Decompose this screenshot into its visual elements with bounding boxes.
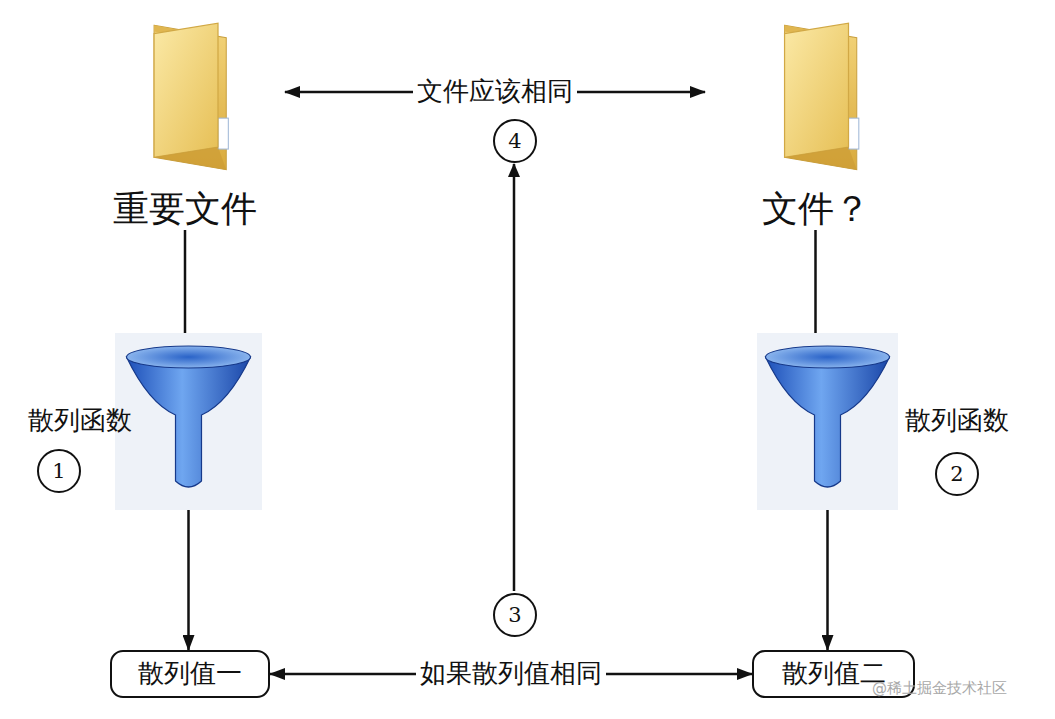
hash-function-funnel: 散列函数: [115, 333, 262, 510]
callout-number: 1: [37, 449, 81, 493]
file-label: 文件？: [723, 187, 908, 230]
funnel-icon: [115, 333, 262, 510]
funnel-mouth: [766, 346, 890, 368]
file-folder: 重要文件: [90, 15, 280, 230]
folder-shadow: [154, 147, 226, 170]
edge-label: 如果散列值相同: [416, 658, 606, 689]
file-label: 重要文件: [90, 187, 280, 230]
folder-shadow: [785, 147, 857, 170]
connector-arrow: [826, 488, 829, 650]
folder-icon: [728, 15, 903, 180]
funnel-icon: [757, 333, 898, 510]
folder-front: [785, 23, 849, 157]
hash-value-box: 散列值一: [110, 650, 270, 698]
function-label: 散列函数: [28, 405, 132, 436]
callout-number: 2: [935, 452, 979, 496]
callout-number: 3: [493, 593, 537, 637]
funnel-body: [766, 357, 890, 487]
folder-paper: [218, 118, 228, 149]
callout-number: 4: [493, 119, 537, 163]
connector-arrow: [187, 488, 190, 650]
value-label: 散列值一: [138, 658, 242, 689]
callout-link-arrow: [513, 164, 516, 591]
funnel-body: [127, 357, 251, 487]
folder-icon: [95, 15, 275, 180]
folder-paper: [849, 118, 859, 149]
funnel-mouth: [127, 346, 251, 368]
function-label: 散列函数: [905, 405, 1009, 436]
file-folder: 文件？: [723, 15, 908, 230]
value-label: 散列值二: [782, 658, 886, 689]
edge-label: 文件应该相同: [413, 76, 577, 107]
hash-function-funnel: 散列函数: [757, 333, 898, 510]
watermark: @稀土掘金技术社区: [872, 679, 1007, 698]
folder-front: [154, 23, 218, 157]
